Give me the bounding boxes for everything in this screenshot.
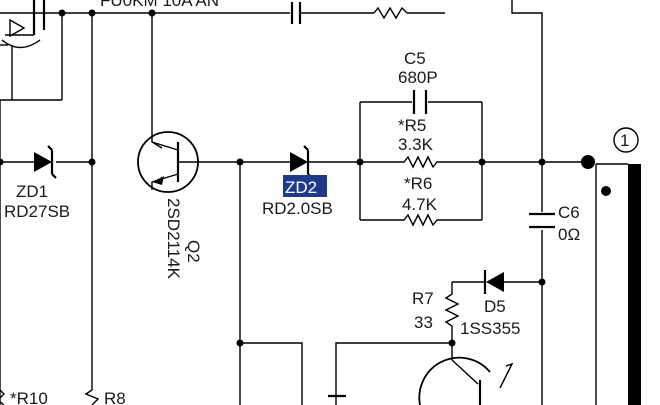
r7-value: 33 <box>414 313 433 332</box>
r10-resistor <box>0 389 5 405</box>
c6-ref: C6 <box>558 203 580 222</box>
c6-value: 0Ω <box>558 225 580 244</box>
r6-resistor <box>360 213 482 227</box>
top-capacitor <box>290 2 302 24</box>
connector-outline <box>595 163 628 405</box>
bottom-wire-mid <box>240 342 303 405</box>
q2-value: 2SD2114K <box>164 198 183 280</box>
r7-resistor <box>444 282 460 343</box>
connector-dot <box>601 186 611 196</box>
q2-ref: Q2 <box>184 240 203 263</box>
r7-ref: R7 <box>412 289 434 308</box>
zd2-ref-highlight <box>283 175 327 197</box>
terminal-number: 1 <box>620 131 629 150</box>
zd1-zener-diode <box>34 145 57 179</box>
right-top-wire <box>511 0 543 162</box>
terminal-marker <box>613 127 639 153</box>
zd2-ref: ZD2 <box>285 178 317 197</box>
zd2-zener-diode <box>290 145 360 179</box>
r8-resistor <box>84 389 100 405</box>
c5-ref: C5 <box>404 49 426 68</box>
r6-ref: *R6 <box>404 174 432 193</box>
r5-ref: *R5 <box>398 116 426 135</box>
r5-resistor <box>360 155 482 169</box>
d5-value: 1SS355 <box>460 319 521 338</box>
top-resistor <box>373 6 408 20</box>
bottom-transistor-fragment <box>418 356 514 405</box>
zd2-value: RD2.0SB <box>262 199 333 218</box>
r8-ref: R8 <box>104 389 126 405</box>
top-label-fragment: FU0KM 10A AN <box>100 0 219 10</box>
zd1-ref: ZD1 <box>16 182 48 201</box>
r10-ref: *R10 <box>10 389 48 405</box>
q2-transistor <box>137 131 240 193</box>
connector-bar <box>628 164 641 405</box>
r5-value: 3.3K <box>398 135 434 154</box>
d5-diode <box>452 270 542 294</box>
zd1-value: RD27SB <box>4 202 70 221</box>
c5-capacitor <box>360 90 482 114</box>
c5-value: 680P <box>398 68 438 87</box>
terminal-node <box>581 155 595 169</box>
c6-capacitor <box>529 162 555 405</box>
r6-value: 4.7K <box>402 195 438 214</box>
mosfet-fragment <box>0 0 66 101</box>
bottom-wire-right <box>335 342 453 405</box>
d5-ref: D5 <box>484 297 506 316</box>
q2-collector-wire <box>151 13 163 149</box>
